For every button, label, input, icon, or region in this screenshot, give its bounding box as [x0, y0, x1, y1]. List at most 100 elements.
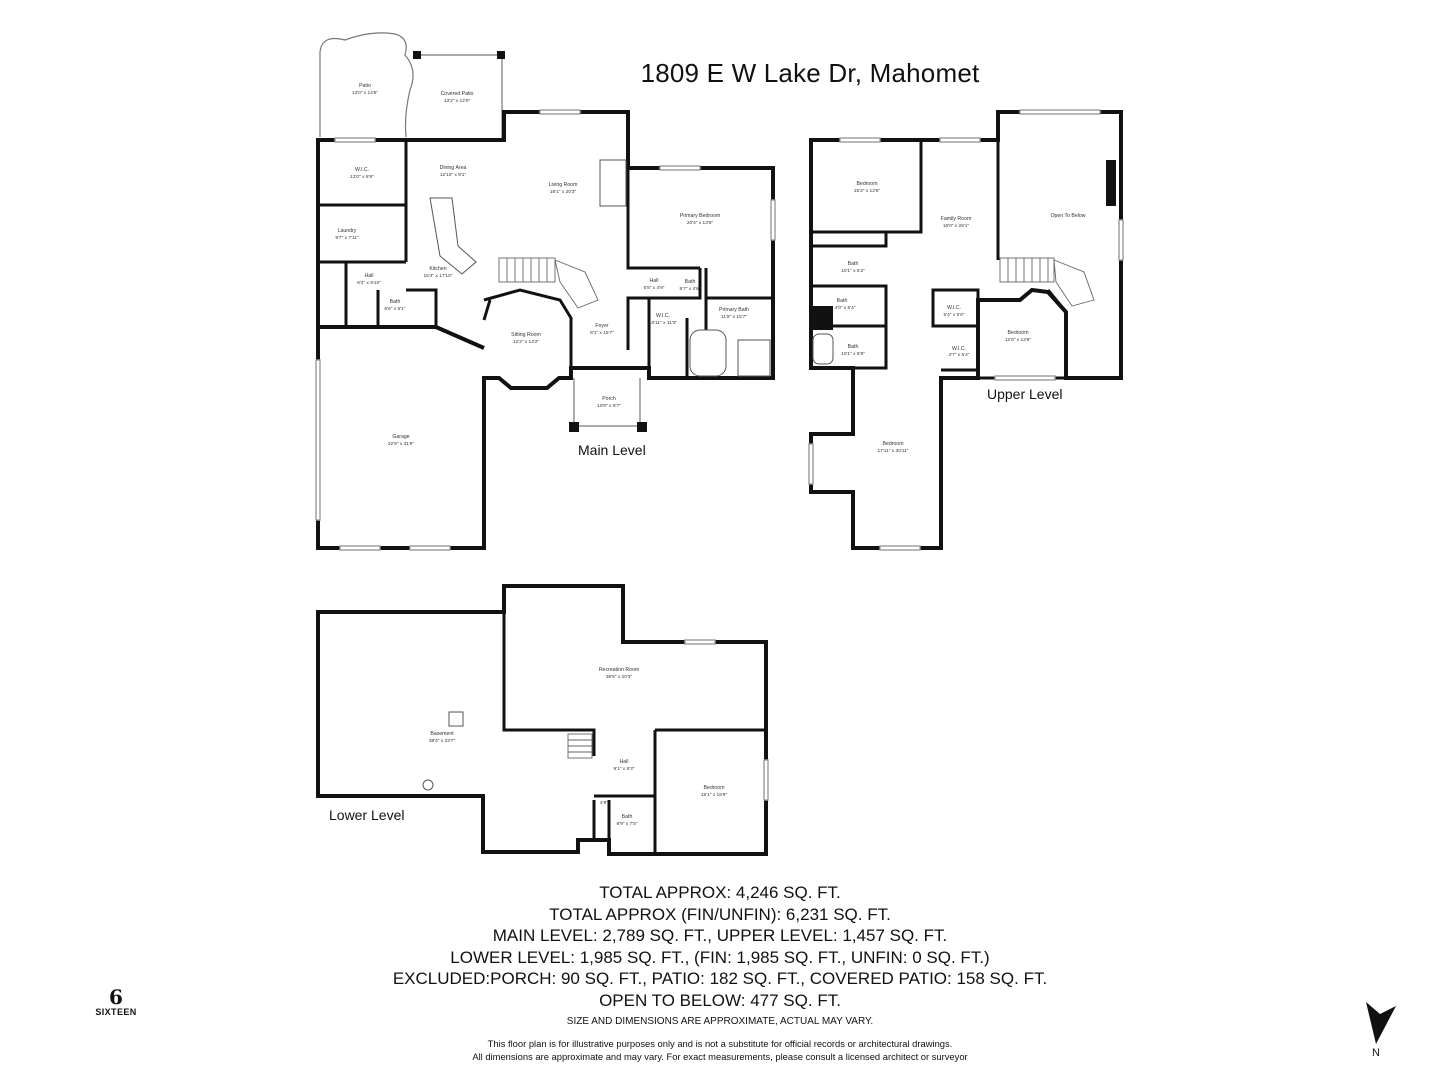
room-name-patio: Patio: [359, 83, 371, 89]
room-dim-bedroom-lower: 15'1" x 16'9": [701, 792, 728, 798]
room-dim-wic-primary: 10'11" x 11'3": [649, 320, 678, 326]
room-dim-hall-small: 5'5" x 4'9": [644, 285, 665, 291]
room-name-porch: Porch: [602, 396, 616, 402]
main-level-plan: Patio 13'0" x 14'6" Covered Patio 13'2" …: [315, 32, 776, 551]
room-name-wic-up1: W.I.C.: [947, 305, 961, 311]
room-dim-wic-up2: 4'7" x 5'4": [949, 352, 970, 358]
total-line: OPEN TO BELOW: 477 SQ. FT.: [599, 990, 841, 1010]
room-name-bath-up2: Bath: [837, 298, 848, 304]
room-name-foyer: Foyer: [595, 323, 609, 329]
room-name-bath-small: Bath: [685, 279, 696, 285]
room-name-sitting: Sitting Room: [511, 332, 541, 338]
room-name-hall-small: Hall: [650, 278, 659, 284]
total-line: TOTAL APPROX: 4,246 SQ. FT.: [599, 883, 841, 902]
total-line: EXCLUDED:PORCH: 90 SQ. FT., PATIO: 182 S…: [392, 969, 1048, 989]
upper-level-plan: Bedroom 15'2" x 12'6" Family Room 16'0" …: [808, 109, 1124, 551]
room-name-bedroom-lower: Bedroom: [703, 785, 724, 791]
sixteen-logo-icon: 6 SIXTEEN: [86, 987, 146, 1017]
room-dim-wic-main: 12'0" x 8'9": [350, 174, 374, 180]
room-name-dining: Dining Area: [440, 165, 467, 171]
room-dim-bath-up2: 4'0" x 5'4": [835, 305, 856, 311]
total-line: TOTAL APPROX (FIN/UNFIN): 6,231 SQ. FT.: [549, 904, 891, 924]
room-dim-covered-patio: 13'2" x 12'0": [444, 98, 471, 104]
room-dim-primary-bath: 11'9" x 15'7": [721, 314, 747, 320]
lower-interior-walls: [502, 612, 766, 854]
room-name-recreation: Recreation Room: [599, 667, 639, 673]
upper-tub: [812, 333, 834, 365]
room-dim-bath-up1: 10'1" x 5'2": [841, 268, 865, 274]
room-name-bedroom-up1: Bedroom: [856, 181, 877, 187]
shower: [737, 339, 771, 377]
upper-fireplace: [1106, 160, 1116, 206]
lower-outer-wall: [316, 584, 768, 856]
north-label: N: [1372, 1047, 1380, 1059]
room-dim-wic-up1: 5'4" x 5'0": [944, 312, 965, 318]
room-dim-living: 18'1" x 20'3": [550, 189, 577, 195]
room-dim-laundry: 9'7" x 7'11": [335, 235, 359, 241]
room-dim-primary-bedroom: 20'4" x 13'6": [687, 220, 714, 226]
kitchen-island: [429, 197, 477, 275]
fireplace: [599, 159, 627, 207]
room-name-hall-main: Hall: [365, 273, 374, 279]
main-stairs: [498, 257, 599, 309]
room-dim-dining: 12'10" x 8'1": [440, 172, 467, 178]
upper-level-label: Upper Level: [987, 386, 1063, 402]
total-line: LOWER LEVEL: 1,985 SQ. FT., (FIN: 1,985 …: [450, 947, 990, 967]
room-name-living: Living Room: [549, 182, 578, 188]
room-dim-recreation: 36'5" x 20'3": [606, 674, 633, 680]
room-dim-bedroom-up2: 12'6" x 12'6": [1005, 337, 1032, 343]
room-dim-basement: 38'4" x 33'7": [429, 738, 456, 744]
room-dim-bedroom-up3: 17'11" x 30'11": [878, 448, 909, 454]
room-name-primary-bath: Primary Bath: [719, 307, 749, 313]
lower-drain: [422, 779, 434, 791]
room-name-bedroom-up2: Bedroom: [1007, 330, 1028, 336]
main-level-label: Main Level: [578, 442, 646, 458]
room-dim-kitchen: 15'4" x 17'10": [424, 273, 453, 279]
upper-chimney: [813, 306, 833, 330]
room-dim-bath-up3: 10'1" x 5'8": [841, 351, 865, 357]
room-name-wic-up2: W.I.C.: [952, 346, 966, 352]
room-name-kitchen: Kitchen: [429, 266, 446, 272]
patio-post: [413, 51, 421, 59]
room-dim-garage: 22'9" x 31'9": [388, 441, 415, 447]
room-name-family: Family Room: [941, 216, 972, 222]
room-name-hall-lower: Hall: [620, 759, 629, 765]
room-dim-hall-lower: 9'1" x 9'3": [614, 766, 635, 772]
upper-outer-wall: [809, 110, 1123, 550]
upper-windows: [808, 109, 1124, 551]
area-totals: TOTAL APPROX: 4,246 SQ. FT. TOTAL APPROX…: [300, 882, 1140, 1027]
room-name-wic-primary: W.I.C.: [656, 313, 670, 319]
room-dim-hall-main: 8'4" x 9'10": [357, 280, 381, 286]
room-name-garage: Garage: [392, 434, 409, 440]
lower-level-plan: Recreation Room 36'5" x 20'3" Basement 3…: [316, 584, 769, 856]
disclaimer-line: All dimensions are approximate and may v…: [472, 1051, 968, 1062]
logo-name: SIXTEEN: [95, 1007, 137, 1017]
size-note: SIZE AND DIMENSIONS ARE APPROXIMATE, ACT…: [566, 1015, 874, 1027]
room-name-covered-patio: Covered Patio: [441, 91, 474, 97]
patio-post: [497, 51, 505, 59]
room-dim-sitting: 12'2" x 14'2": [513, 339, 540, 345]
room-dim-lower-small: 4'9": [600, 800, 608, 806]
patio-outline: [319, 32, 414, 138]
north-arrow-shape: [1366, 1002, 1396, 1044]
room-dim-bedroom-up1: 15'2" x 12'6": [854, 188, 881, 194]
room-name-bath-up1: Bath: [848, 261, 859, 267]
main-interior-walls: [318, 140, 773, 378]
lower-level-label: Lower Level: [329, 807, 405, 823]
upper-stairs: [999, 257, 1095, 307]
room-name-bedroom-up3: Bedroom: [882, 441, 903, 447]
lower-column: [448, 711, 464, 727]
disclaimer: This floor plan is for illustrative purp…: [350, 1037, 1090, 1063]
bathtub: [689, 329, 727, 377]
room-dim-foyer: 8'1" x 15'7": [590, 330, 614, 336]
lower-stairs: [567, 733, 593, 759]
room-name-bath-main: Bath: [390, 299, 401, 305]
room-dim-bath-lower: 8'9" x 7'5": [617, 821, 638, 827]
room-name-bath-lower: Bath: [622, 814, 633, 820]
lower-windows: [684, 639, 769, 801]
room-dim-porch: 10'0" x 8'7": [597, 403, 621, 409]
total-line: MAIN LEVEL: 2,789 SQ. FT., UPPER LEVEL: …: [492, 926, 948, 946]
room-dim-bath-small: 5'7" x 4'6": [680, 286, 701, 292]
main-windows: [315, 109, 776, 551]
